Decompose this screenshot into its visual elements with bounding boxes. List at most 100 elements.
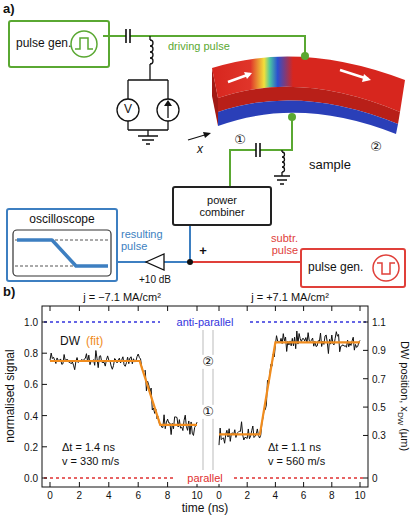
inductor-symbol <box>282 152 285 172</box>
annotation: time (ns) <box>182 502 229 515</box>
tick-mark <box>303 482 304 487</box>
pulse-waveform <box>75 38 93 49</box>
annotation: (fit) <box>86 335 103 348</box>
box-label: pulse gen. <box>308 261 363 274</box>
box-label: oscilloscope <box>29 213 94 226</box>
plot-traces <box>42 306 368 487</box>
magnetisation-arrowhead <box>362 74 371 82</box>
panel-separator <box>203 330 213 470</box>
instrument-box: power combiner <box>172 186 272 226</box>
junction-dot <box>187 259 193 265</box>
reference-line <box>44 321 160 323</box>
annotation: anti-parallel <box>175 316 236 328</box>
x-axis-arrowhead <box>203 132 211 138</box>
tick-mark <box>247 482 248 487</box>
annotation: v = 560 m/s <box>268 455 325 467</box>
annotation: b) <box>3 285 15 299</box>
tick-mark <box>42 446 47 447</box>
tick-label: 10 <box>354 490 365 501</box>
box-label: power combiner <box>191 194 253 218</box>
tick-mark <box>275 306 276 311</box>
annotation: a) <box>3 2 15 16</box>
tick-label: 6 <box>135 490 141 501</box>
annotation: normalised signal <box>4 349 17 442</box>
tick-mark <box>167 482 168 487</box>
tick-mark <box>363 322 368 323</box>
tick-mark <box>138 482 139 487</box>
annotation: v = 330 m/s <box>62 455 119 467</box>
instrument-box: oscilloscope <box>6 208 118 282</box>
annotation: DW <box>60 335 80 348</box>
tick-mark <box>363 478 368 479</box>
current-source-symbol <box>157 99 179 121</box>
tick-label: 2 <box>244 490 250 501</box>
tick-label: 0.8 <box>24 348 38 359</box>
annotation: ① <box>234 133 246 147</box>
tick-label: 1.0 <box>24 317 38 328</box>
tick-label: 0 <box>47 490 53 501</box>
annotation: driving pulse <box>168 40 230 52</box>
annotation: j = −7.1 MA/cm² <box>83 291 161 303</box>
tick-label: 4 <box>106 490 112 501</box>
tick-mark <box>108 482 109 487</box>
tick-label: 0.9 <box>372 345 386 356</box>
tick-mark <box>42 415 47 416</box>
current-source-arrow <box>167 104 168 118</box>
axis-title-part: DW <box>396 412 405 425</box>
tick-label: 0.6 <box>24 379 38 390</box>
tick-label: 0.5 <box>372 402 386 413</box>
signal-trace <box>219 331 360 445</box>
magnetisation-arrowhead <box>244 72 252 79</box>
tick-mark <box>363 435 368 436</box>
signal-line <box>190 226 300 262</box>
axis-title-part: (µm) <box>399 428 411 451</box>
capacitor-symbol <box>126 29 130 43</box>
tick-label: 0.3 <box>372 430 386 441</box>
pulse-symbol <box>373 255 399 281</box>
fit-curve <box>219 342 360 434</box>
annotation: + <box>199 244 207 258</box>
tick-mark <box>50 482 51 487</box>
annotation: Δt = 1.4 ns <box>62 441 115 453</box>
reference-line <box>234 477 366 479</box>
tick-label: 0 <box>372 473 378 484</box>
tick-mark <box>363 378 368 379</box>
tick-label: 10 <box>191 490 202 501</box>
tick-mark <box>331 306 332 311</box>
sample-bottom-layer <box>218 100 398 134</box>
annotation: x <box>197 143 203 156</box>
contact-dot <box>301 52 309 60</box>
bias-tee-wires <box>128 36 168 144</box>
annotation: V <box>124 103 132 116</box>
tick-label: 2 <box>77 490 83 501</box>
box-label: pulse gen. <box>16 37 71 50</box>
scope-trace <box>17 240 108 266</box>
annotation: parallel <box>185 472 224 484</box>
tick-mark <box>42 384 47 385</box>
signal-trace <box>50 351 197 436</box>
tick-label: 8 <box>165 490 171 501</box>
annotation: sample <box>309 158 351 172</box>
tick-label: 0.0 <box>24 473 38 484</box>
annotation: j = +7.1 MA/cm² <box>251 291 329 303</box>
scope-screen <box>13 230 111 276</box>
tick-mark <box>167 306 168 311</box>
edge-label: resulting pulse <box>121 228 169 252</box>
tick-label: 0.2 <box>24 441 38 452</box>
scope-gridline <box>15 240 109 266</box>
tick-mark <box>42 322 47 323</box>
annotation: ② <box>370 140 382 154</box>
tick-label: 1.1 <box>372 317 386 328</box>
reference-line <box>250 321 366 323</box>
plot-frame <box>42 306 368 487</box>
tick-label: 0.4 <box>24 410 38 421</box>
inductor-symbol <box>150 40 153 64</box>
tick-mark <box>275 482 276 487</box>
tick-label: 4 <box>273 490 279 501</box>
annotation: Δt = 1.1 ns <box>268 441 321 453</box>
annotation: ① <box>200 405 216 419</box>
capacitor-symbol <box>256 143 260 157</box>
pickup-wire <box>230 117 292 186</box>
tick-mark <box>303 306 304 311</box>
